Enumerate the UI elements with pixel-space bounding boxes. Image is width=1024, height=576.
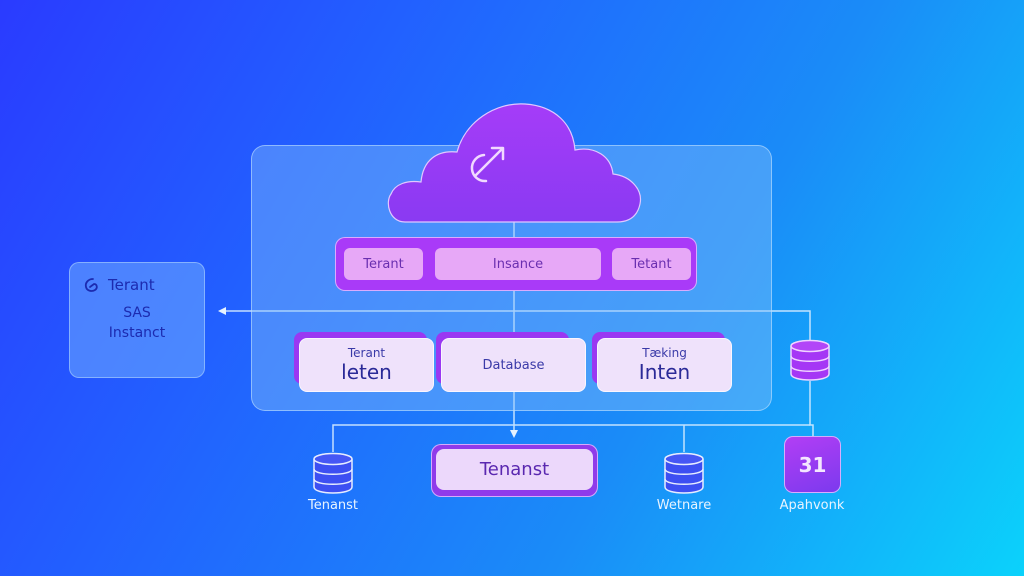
chip-tetant[interactable]: Tetant [612,248,691,280]
card-database[interactable]: Database [436,332,586,392]
db-right-label: Wetnare [656,498,712,513]
card-tenant-leten[interactable]: Terant leten [294,332,434,392]
left-box-line3: Instanct [108,325,166,341]
chip-terant[interactable]: Terant [344,248,423,280]
db-left-label: Tenanst [307,498,359,513]
card-small-label: Tæking [642,346,687,360]
database-icon-purple[interactable] [789,339,831,383]
left-box-title: Terant [108,276,155,294]
external-link-refresh-icon [470,146,505,183]
database-icon-wetnare[interactable] [663,452,705,496]
calendar-tile[interactable]: 31 [784,436,841,493]
arrow-down-head [510,430,518,438]
calendar-label: Apahvonk [779,498,845,513]
card-big-label: leten [341,360,392,384]
tenant-instance-bar: Terant Insance Tetant [335,237,697,291]
chip-insance[interactable]: Insance [435,248,601,280]
card-big-label: Inten [638,360,691,384]
card-taking-inten[interactable]: Tæking Inten [592,332,732,392]
cloud-shape [387,103,642,223]
tenanst-label: Tenanst [436,449,593,490]
arrow-left-head [218,307,226,315]
tenant-sas-instance-box[interactable]: Terant SAS Instanct [69,262,205,378]
database-icon-tenanst[interactable] [312,452,354,496]
spiral-logo-icon [84,278,98,292]
calendar-value: 31 [798,452,827,477]
tenanst-box[interactable]: Tenanst [431,444,598,497]
card-small-label: Terant [347,346,386,360]
left-box-line2: SAS [123,305,151,321]
card-mid-label: Database [482,357,545,373]
connector-bottom-bus [332,424,810,452]
connector-left-right [220,310,811,340]
connector-db-calendar [809,381,814,436]
